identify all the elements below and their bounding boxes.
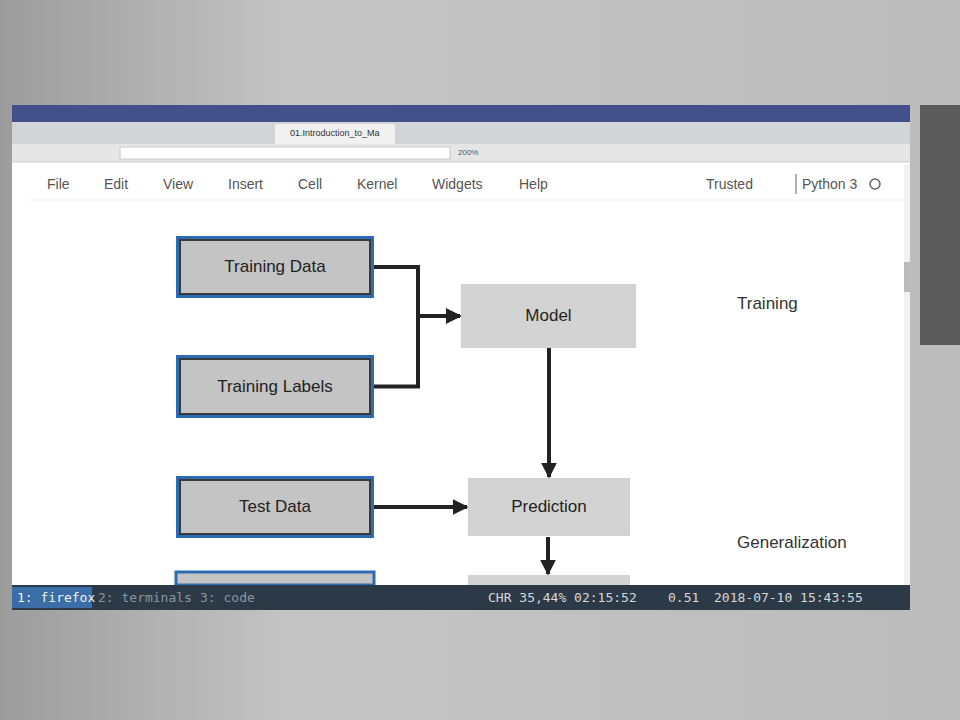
scrollbar (904, 165, 910, 585)
tab-bar (12, 122, 910, 144)
data-box: Test Data (176, 476, 374, 538)
side-photo (920, 105, 960, 345)
process-box: Prediction (468, 478, 630, 536)
status-bar (12, 585, 910, 610)
active-tab (275, 124, 395, 144)
data-box: Training Data (176, 236, 374, 298)
box-label: Test Data (239, 497, 311, 517)
menu-item: Help (519, 176, 548, 193)
flow-arrow (374, 505, 467, 509)
cut-off-box (176, 572, 374, 585)
scroll-thumb (904, 262, 910, 292)
workspace-tab: 2: terminals (98, 590, 192, 606)
address-field (120, 147, 450, 159)
box-label: Prediction (511, 497, 587, 517)
flow-arrow (547, 348, 551, 477)
process-box: Model (461, 284, 636, 348)
status-text: CHR 35,44% 02:15:52 (488, 590, 637, 606)
flow-arrow (374, 316, 460, 387)
phase-label: Generalization (737, 533, 847, 553)
menu-item: Cell (298, 176, 322, 193)
toolbar-divider (12, 162, 910, 163)
workspace-tab: 1: firefox (17, 590, 95, 606)
projected-screen (12, 105, 910, 610)
zoom-level: 200% (458, 148, 478, 158)
status-text: 0.51 (668, 590, 699, 606)
menu-item: Edit (104, 176, 128, 193)
menu-divider (28, 200, 905, 201)
status-text: 2018-07-10 15:43:55 (714, 590, 863, 606)
url-bar (12, 144, 910, 162)
box-label: Training Data (224, 257, 325, 277)
tab-title: 01.Introduction_to_Ma (290, 128, 380, 139)
trust-indicator: Trusted (706, 176, 753, 193)
phase-label: Training (737, 294, 798, 314)
box-label: Training Labels (217, 377, 333, 397)
data-box: Training Labels (176, 355, 374, 418)
kernel-divider (795, 174, 797, 194)
menu-item: Kernel (357, 176, 397, 193)
menu-item: File (47, 176, 70, 193)
arrow-line (546, 537, 550, 574)
box-label: Model (525, 306, 571, 326)
flow-arrow (374, 267, 460, 316)
kernel-name: Python 3 (802, 176, 857, 193)
menu-item: View (163, 176, 193, 193)
cut-off-box (468, 575, 630, 585)
kernel-indicator (870, 179, 880, 189)
title-strip (12, 105, 910, 122)
menu-item: Widgets (432, 176, 483, 193)
workspace-tab: 3: code (200, 590, 255, 606)
menu-item: Insert (228, 176, 263, 193)
